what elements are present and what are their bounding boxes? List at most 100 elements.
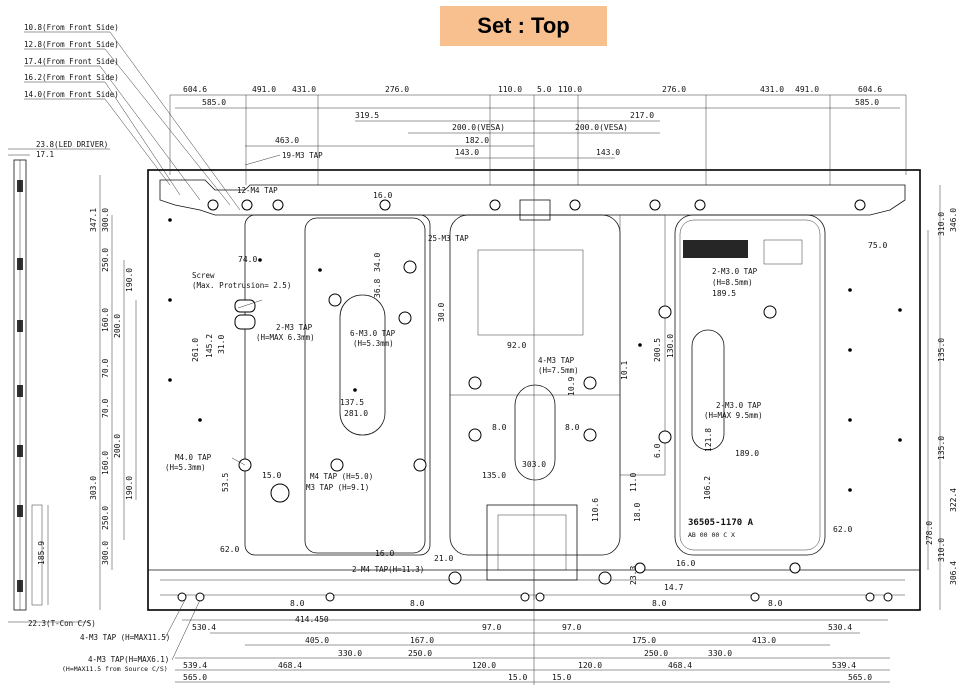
dim-top: 276.0 bbox=[385, 85, 409, 94]
tap-label: 19-M3 TAP bbox=[282, 151, 323, 160]
dim-right: 278.0 bbox=[925, 521, 934, 545]
dim-inner: 36.8 bbox=[373, 279, 382, 298]
dim-top: 604.6 bbox=[183, 85, 207, 94]
dim-left: 300.0 bbox=[101, 208, 110, 232]
dim-inner: 53.5 bbox=[221, 473, 230, 492]
dim-bottom: 15.0 bbox=[552, 673, 571, 682]
dim-bottom: 15.0 bbox=[508, 673, 527, 682]
dim-inner: 110.6 bbox=[591, 498, 600, 522]
tap-label: M4.0 TAP bbox=[175, 453, 212, 462]
dim-top: 217.0 bbox=[630, 111, 654, 120]
dim-left: 190.0 bbox=[125, 268, 134, 292]
dim-inner: 8.0 bbox=[492, 423, 507, 432]
dim-right: 346.0 bbox=[949, 208, 958, 232]
dim-inner: 6.0 bbox=[653, 443, 662, 458]
dim-bottom: 530.4 bbox=[192, 623, 216, 632]
dim-top: 491.0 bbox=[795, 85, 819, 94]
dim-inner: 281.0 bbox=[344, 409, 368, 418]
dim-right: 135.0 bbox=[937, 436, 946, 460]
dim-top: 431.0 bbox=[760, 85, 784, 94]
dim-inner: 16.0 bbox=[373, 191, 392, 200]
dim-bottom: 565.0 bbox=[848, 673, 872, 682]
dim-bottom: 97.0 bbox=[482, 623, 501, 632]
page-title-overlay: Set : Top bbox=[477, 13, 570, 38]
tap-label: 4-M3 TAP(H=MAX6.1) bbox=[88, 655, 169, 664]
right-dimensions: 346.0 310.0 135.0 135.0 322.4 278.0 310.… bbox=[925, 208, 958, 585]
tap-label: 2-M3.0 TAP bbox=[712, 267, 758, 276]
dim-top: 491.0 bbox=[252, 85, 276, 94]
tap-label: 2-M3.0 TAP bbox=[716, 401, 762, 410]
dim-top: 143.0 bbox=[455, 148, 479, 157]
dim-bottom: 8.0 bbox=[410, 599, 425, 608]
dim-inner: 8.0 bbox=[565, 423, 580, 432]
dim-inner: 31.0 bbox=[217, 335, 226, 354]
dim-left: 250.0 bbox=[101, 506, 110, 530]
dim-inner: 30.0 bbox=[437, 303, 446, 322]
dim-bottom: 330.0 bbox=[708, 649, 732, 658]
dim-right: 135.0 bbox=[937, 338, 946, 362]
dim-bottom: 330.0 bbox=[338, 649, 362, 658]
dim-left: 160.0 bbox=[101, 308, 110, 332]
tap-label: M4 TAP (H=5.0) bbox=[310, 472, 373, 481]
dim-right: 322.4 bbox=[949, 488, 958, 512]
dim-left: 250.0 bbox=[101, 248, 110, 272]
dim-inner: 303.0 bbox=[522, 460, 546, 469]
dim-bottom: 120.0 bbox=[578, 661, 602, 670]
tap-label: 2-M3 TAP bbox=[276, 323, 313, 332]
dim-right: 310.0 bbox=[937, 212, 946, 236]
dim-inner: 11.0 bbox=[629, 473, 638, 492]
side-view-labels: 10.8(From Front Side) 12.8(From Front Si… bbox=[24, 23, 241, 211]
dim-bottom: 530.4 bbox=[828, 623, 852, 632]
dim-inner: 15.0 bbox=[262, 471, 281, 480]
dim-inner: 92.0 bbox=[507, 341, 526, 350]
dim-bottom: 405.0 bbox=[305, 636, 329, 645]
dim-left: 70.0 bbox=[101, 359, 110, 378]
dim-bottom: 539.4 bbox=[832, 661, 856, 670]
inner-dimensions: 16.0 74.0 34.0 36.8 30.0 261.0 145.2 31.… bbox=[191, 191, 887, 592]
dim-inner: 145.2 bbox=[205, 334, 214, 358]
dim-inner: 121.8 bbox=[704, 428, 713, 452]
dim-inner: 10.9 bbox=[567, 377, 576, 396]
dim-inner: 16.0 bbox=[676, 559, 695, 568]
dim-inner: 106.2 bbox=[703, 476, 712, 500]
dim-top: 319.5 bbox=[355, 111, 379, 120]
tap-label: 12-M4 TAP bbox=[237, 186, 278, 195]
dim-right: 306.4 bbox=[949, 561, 958, 585]
dim-top: 5.0 bbox=[537, 85, 552, 94]
tap-label: 25-M3 TAP bbox=[428, 234, 469, 243]
dim-top: 143.0 bbox=[596, 148, 620, 157]
dim-top: 463.0 bbox=[275, 136, 299, 145]
tap-label: 4-M3 TAP (H=MAX11.5) bbox=[80, 633, 170, 642]
dim-left: 303.0 bbox=[89, 476, 98, 500]
bottom-dimensions: 8.0 8.0 8.0 8.0 530.4 414.450 97.0 97.0 … bbox=[183, 599, 872, 682]
dim-bottom: 97.0 bbox=[562, 623, 581, 632]
dim-left: 160.0 bbox=[101, 451, 110, 475]
dim-inner: 137.5 bbox=[340, 398, 364, 407]
tap-label: (Max. Protrusion= 2.5) bbox=[192, 281, 291, 290]
tap-label: M3 TAP (H=9.1) bbox=[306, 483, 369, 492]
side-label-1: 10.8(From Front Side) bbox=[24, 23, 119, 32]
dim-inner: 16.0 bbox=[375, 549, 394, 558]
dim-top: 276.0 bbox=[662, 85, 686, 94]
tap-label: 2-M4 TAP(H=11.3) bbox=[352, 565, 424, 574]
dim-bottom: 175.0 bbox=[632, 636, 656, 645]
dim-inner: 10.1 bbox=[620, 361, 629, 380]
dim-vesa: 200.0(VESA) bbox=[452, 123, 505, 132]
tap-label: Screw bbox=[192, 271, 215, 280]
dim-inner: 200.5 bbox=[653, 338, 662, 362]
tap-label: (H=MAX11.5 from Source C/S) bbox=[62, 665, 168, 673]
dim-inner: 261.0 bbox=[191, 338, 200, 362]
panel-label-code: 36505-1170 A bbox=[688, 518, 754, 528]
led-driver-label: 23.8(LED DRIVER) bbox=[36, 140, 108, 149]
dim-top: 604.6 bbox=[858, 85, 882, 94]
side-label-3: 17.4(From Front Side) bbox=[24, 57, 119, 66]
tcon-note: 22.3(T-Con C/S) bbox=[28, 619, 96, 628]
dim-inner: 23.3 bbox=[629, 566, 638, 585]
title-banner-overlay: Set : Top bbox=[440, 6, 607, 46]
dim-vesa: 200.0(VESA) bbox=[575, 123, 628, 132]
side-label-2: 12.8(From Front Side) bbox=[24, 40, 119, 49]
tap-label: 6-M3.0 TAP bbox=[350, 329, 396, 338]
dim-inner: 135.0 bbox=[482, 471, 506, 480]
